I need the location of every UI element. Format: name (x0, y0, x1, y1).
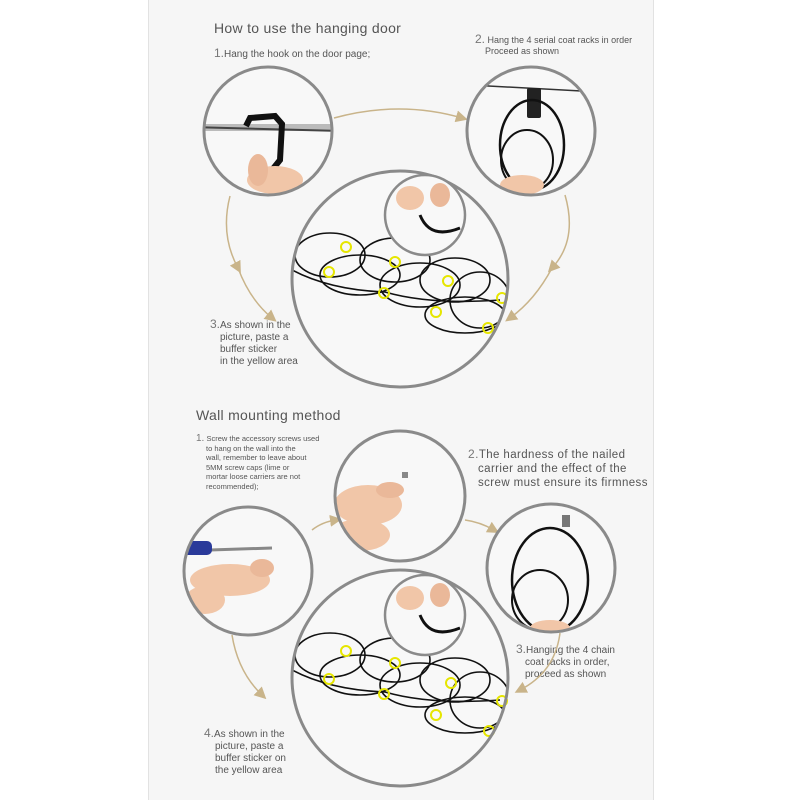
arrow-icon (514, 632, 561, 693)
section-title-hanging-door: How to use the hanging door (214, 20, 402, 36)
illustration-screw-into-wall (182, 505, 314, 637)
wall-step-3: 3.Hanging the 4 chain coat racks in orde… (516, 643, 615, 681)
step-text-line: proceed as shown (525, 669, 607, 680)
hanging-step-1: 1.Hang the hook on the door page; (214, 47, 370, 61)
step-text-line: 5MM screw caps (lime or (206, 462, 290, 472)
step-text-line: buffer sticker (220, 344, 278, 355)
step-text-line: picture, paste a (215, 741, 284, 752)
arrow-icon (505, 267, 553, 322)
step-number: 3. (210, 317, 221, 331)
step-text-line: As shown in the (214, 729, 285, 740)
illustration-screw-head (333, 429, 467, 563)
hanging-step-3: 3.As shown in the picture, paste a buffe… (210, 318, 298, 368)
arrow-icon (547, 194, 571, 273)
flow-arrows-section-1 (225, 108, 571, 322)
step-number: 4. (204, 726, 215, 740)
step-text-line: in the yellow area (220, 356, 298, 367)
illustration-hang-racks (465, 65, 597, 197)
arrow-icon (333, 108, 468, 123)
step-text-line: buffer sticker on (215, 753, 286, 764)
wall-step-4: 4.As shown in the picture, paste a buffe… (204, 727, 286, 777)
step-number: 1. (196, 433, 205, 444)
step-text-line: Hang the 4 serial coat racks in order (487, 35, 633, 45)
step-text-line: The hardness of the nailed (478, 449, 626, 461)
step-number: 2. (475, 32, 486, 46)
step-text: Hang the hook on the door page; (224, 49, 371, 60)
step-text-line: mortar loose carriers are not (206, 472, 301, 481)
arrow-icon (225, 195, 241, 274)
illustration-hook-on-door (202, 65, 334, 197)
wall-step-1: 1. Screw the accessory screws used to ha… (196, 434, 319, 491)
buffer-sticker-markers (323, 241, 508, 334)
section-title-wall-mounting: Wall mounting method (196, 407, 341, 423)
illustration-sticker-placement (290, 169, 510, 389)
step-text-line: the yellow area (215, 765, 283, 776)
arrow-icon (231, 634, 267, 700)
step-text-line: Screw the accessory screws used (206, 434, 320, 443)
step-number: 3. (516, 642, 527, 656)
step-text-line: Hanging the 4 chain (526, 645, 615, 656)
step-text-line: picture, paste a (220, 332, 289, 343)
illustration-rack-on-screw (485, 502, 617, 634)
step-text-line: carrier and the effect of the (478, 463, 627, 475)
illustration-wall-sticker-placement (290, 568, 510, 788)
step-text-line: As shown in the (220, 320, 291, 331)
arrow-icon (464, 519, 500, 533)
arrow-icon (237, 267, 277, 322)
step-text-line: coat racks in order, (525, 657, 610, 668)
step-number: 2. (468, 447, 479, 461)
step-text-line: to hang on the wall into the (206, 443, 296, 453)
step-text-line: wall, remember to leave about (206, 453, 307, 462)
step-text-line: Proceed as shown (485, 46, 560, 56)
step-text-line: screw must ensure its firmness (478, 477, 648, 489)
hanging-step-2: 2. Hang the 4 serial coat racks in order… (475, 32, 633, 57)
flow-arrows-section-2 (231, 514, 561, 700)
step-number: 1. (214, 46, 225, 60)
arrow-icon (311, 514, 342, 531)
step-text-line: recommended); (206, 481, 259, 491)
buffer-sticker-markers (323, 645, 508, 737)
wall-step-2: 2.The hardness of the nailed carrier and… (468, 447, 648, 490)
